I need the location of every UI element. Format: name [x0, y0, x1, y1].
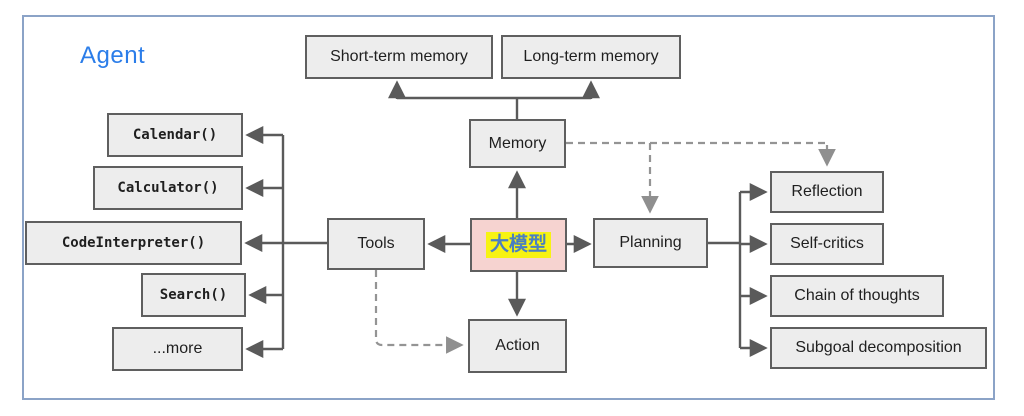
node-tool-calculator: Calculator()	[93, 166, 243, 210]
node-tool-search: Search()	[141, 273, 246, 317]
chain-of-thoughts-label: Chain of thoughts	[794, 287, 920, 304]
tool-codeinterpreter-label: CodeInterpreter()	[61, 235, 206, 251]
node-chain-of-thoughts: Chain of thoughts	[770, 275, 944, 317]
agent-label: Agent	[80, 42, 146, 69]
node-self-critics: Self-critics	[770, 223, 884, 265]
node-long-term-memory: Long-term memory	[501, 35, 681, 79]
node-tool-codeinterpreter: CodeInterpreter()	[25, 221, 242, 265]
self-critics-label: Self-critics	[790, 235, 864, 252]
node-action-label: Action	[495, 337, 540, 354]
tool-calculator-label: Calculator()	[117, 180, 219, 196]
tool-calendar-label: Calendar()	[132, 127, 218, 143]
tool-search-label: Search()	[159, 287, 228, 303]
node-action: Action	[468, 319, 567, 373]
node-short-term-memory-label: Short-term memory	[330, 48, 468, 65]
node-tool-more: ...more	[112, 327, 243, 371]
node-long-term-memory-label: Long-term memory	[523, 48, 659, 65]
reflection-label: Reflection	[791, 183, 863, 200]
node-tools: Tools	[327, 218, 425, 270]
node-short-term-memory: Short-term memory	[305, 35, 493, 79]
node-llm: 大模型	[470, 218, 567, 272]
node-memory-label: Memory	[488, 134, 547, 152]
node-llm-label: 大模型	[485, 232, 551, 258]
node-tool-calendar: Calendar()	[107, 113, 243, 157]
subgoal-decomposition-label: Subgoal decomposition	[795, 339, 962, 356]
node-planning: Planning	[593, 218, 708, 268]
node-planning-label: Planning	[619, 234, 682, 251]
node-reflection: Reflection	[770, 171, 884, 213]
node-memory: Memory	[469, 119, 566, 168]
node-tools-label: Tools	[357, 235, 395, 252]
tool-more-label: ...more	[152, 340, 203, 357]
node-subgoal-decomposition: Subgoal decomposition	[770, 327, 987, 369]
